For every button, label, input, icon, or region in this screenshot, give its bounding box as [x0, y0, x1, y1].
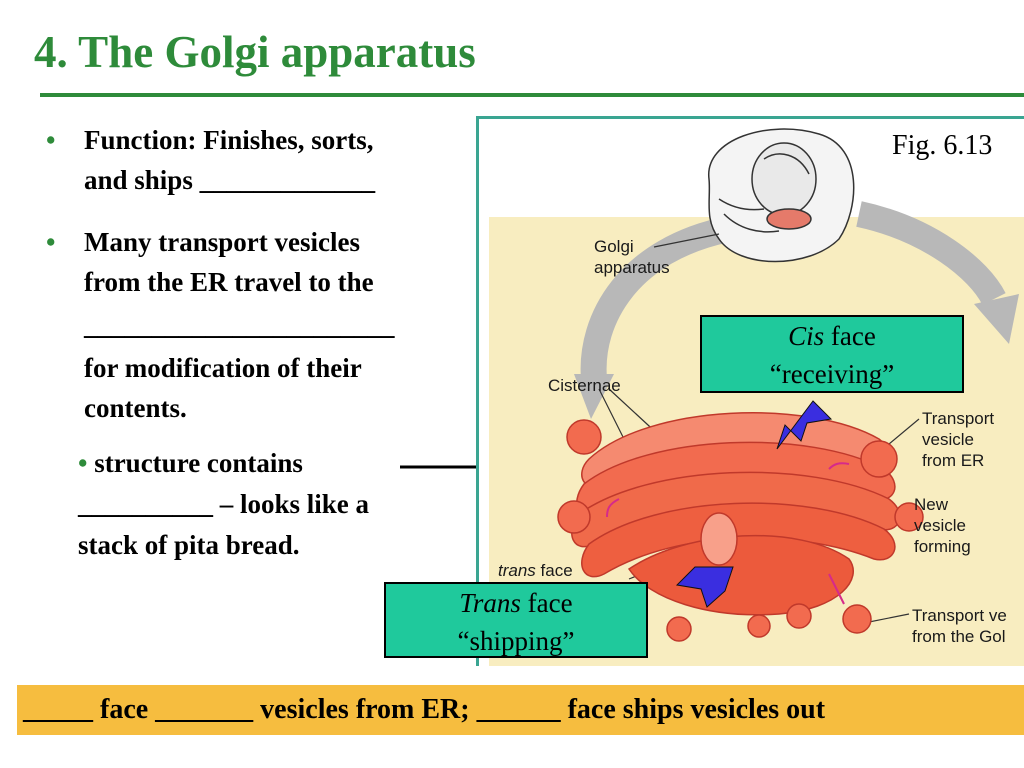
bullet-line: from the ER travel to the	[84, 267, 374, 297]
cell-sketch	[708, 128, 855, 263]
callout-line: “shipping”	[457, 626, 575, 656]
vesicle-from-er	[860, 440, 898, 478]
label-transport-vesicle-er: Transport vesicle from ER	[922, 408, 994, 471]
sub-bullet-text: structure contains	[87, 448, 303, 478]
bullet-line: and ships _____________	[84, 165, 376, 195]
slide-title: 4. The Golgi apparatus	[34, 27, 476, 77]
sub-bullet-line: • structure contains	[78, 443, 478, 484]
summary-bar: _____ face _______ vesicles from ER; ___…	[17, 685, 1024, 735]
label-line: New	[914, 495, 949, 514]
figure-number: Fig. 6.13	[892, 130, 993, 161]
callout-cis-face: Cis face “receiving”	[700, 315, 964, 393]
vesicle	[566, 419, 602, 455]
label-trans-face: trans face	[498, 560, 573, 581]
trans-pointer-arrow	[675, 566, 734, 608]
bullet-dot: •	[46, 227, 56, 257]
callout-line: Cis face	[702, 317, 962, 355]
label-transport-vesicle-golgi: Transport ve from the Gol	[912, 605, 1007, 647]
callout-italic: Trans	[459, 588, 521, 618]
golgi-label-line	[653, 233, 720, 248]
label-line: vesicle	[922, 430, 974, 449]
golgi-illustration	[489, 128, 1024, 666]
callout-rest: face	[824, 321, 876, 351]
bullet-transport: • Many transport vesicles from the ER tr…	[46, 222, 486, 428]
label-line: from ER	[922, 451, 985, 470]
label-trans-italic: trans	[498, 561, 536, 580]
bullet-line: Function: Finishes, sorts,	[84, 125, 374, 155]
er-vesicle-leader	[888, 418, 920, 445]
label-face-word: face	[535, 561, 573, 580]
bullet-line: for modification of their	[84, 353, 362, 383]
movement-arrows	[606, 462, 850, 605]
zoom-arrow-right	[856, 201, 1006, 306]
label-line: apparatus	[594, 258, 670, 277]
callout-line: “receiving”	[769, 359, 895, 389]
bullet-line: Many transport vesicles	[84, 227, 360, 257]
callout-trans-face: Trans face “shipping”	[384, 582, 648, 658]
bullet-line: contents.	[84, 393, 187, 423]
label-line: vesicle	[914, 516, 966, 535]
cis-pointer-arrow	[776, 400, 833, 450]
vesicle	[894, 502, 924, 532]
label-line: Transport	[922, 409, 995, 428]
vesicle	[557, 500, 591, 534]
label-new-vesicle: New vesicle forming	[914, 494, 971, 557]
sub-bullet-structure: • structure contains __________ – looks …	[78, 443, 478, 566]
callout-line: Trans face	[386, 584, 646, 622]
zoom-arrow-right-head	[974, 294, 1019, 344]
vesicle	[747, 614, 771, 638]
vesicles	[557, 419, 924, 642]
bullet-dot: •	[46, 125, 56, 155]
sub-bullet-dot: •	[78, 448, 88, 478]
vesicle-to-golgi	[842, 604, 872, 634]
golgi-stack	[571, 412, 901, 616]
label-line: forming	[914, 537, 971, 556]
callout-rest: face	[520, 588, 573, 618]
bullet-function: • Function: Finishes, sorts, and ships _…	[46, 120, 466, 200]
callout-italic: Cis	[788, 321, 825, 351]
label-golgi-apparatus: Golgi apparatus	[594, 236, 670, 278]
bullet-line: _______________________	[84, 310, 395, 340]
sub-bullet-line: stack of pita bread.	[78, 530, 300, 560]
label-line: from the Gol	[912, 627, 1006, 646]
vesicle	[666, 616, 692, 642]
sub-bullet-line: __________ – looks like a	[78, 489, 370, 519]
title-divider	[40, 93, 1024, 97]
zoom-arrow-left-head	[574, 374, 614, 419]
vesicle	[786, 603, 812, 629]
label-cisternae: Cisternae	[548, 376, 621, 395]
label-line: Transport ve	[912, 606, 1007, 625]
label-line: Golgi	[594, 237, 634, 256]
